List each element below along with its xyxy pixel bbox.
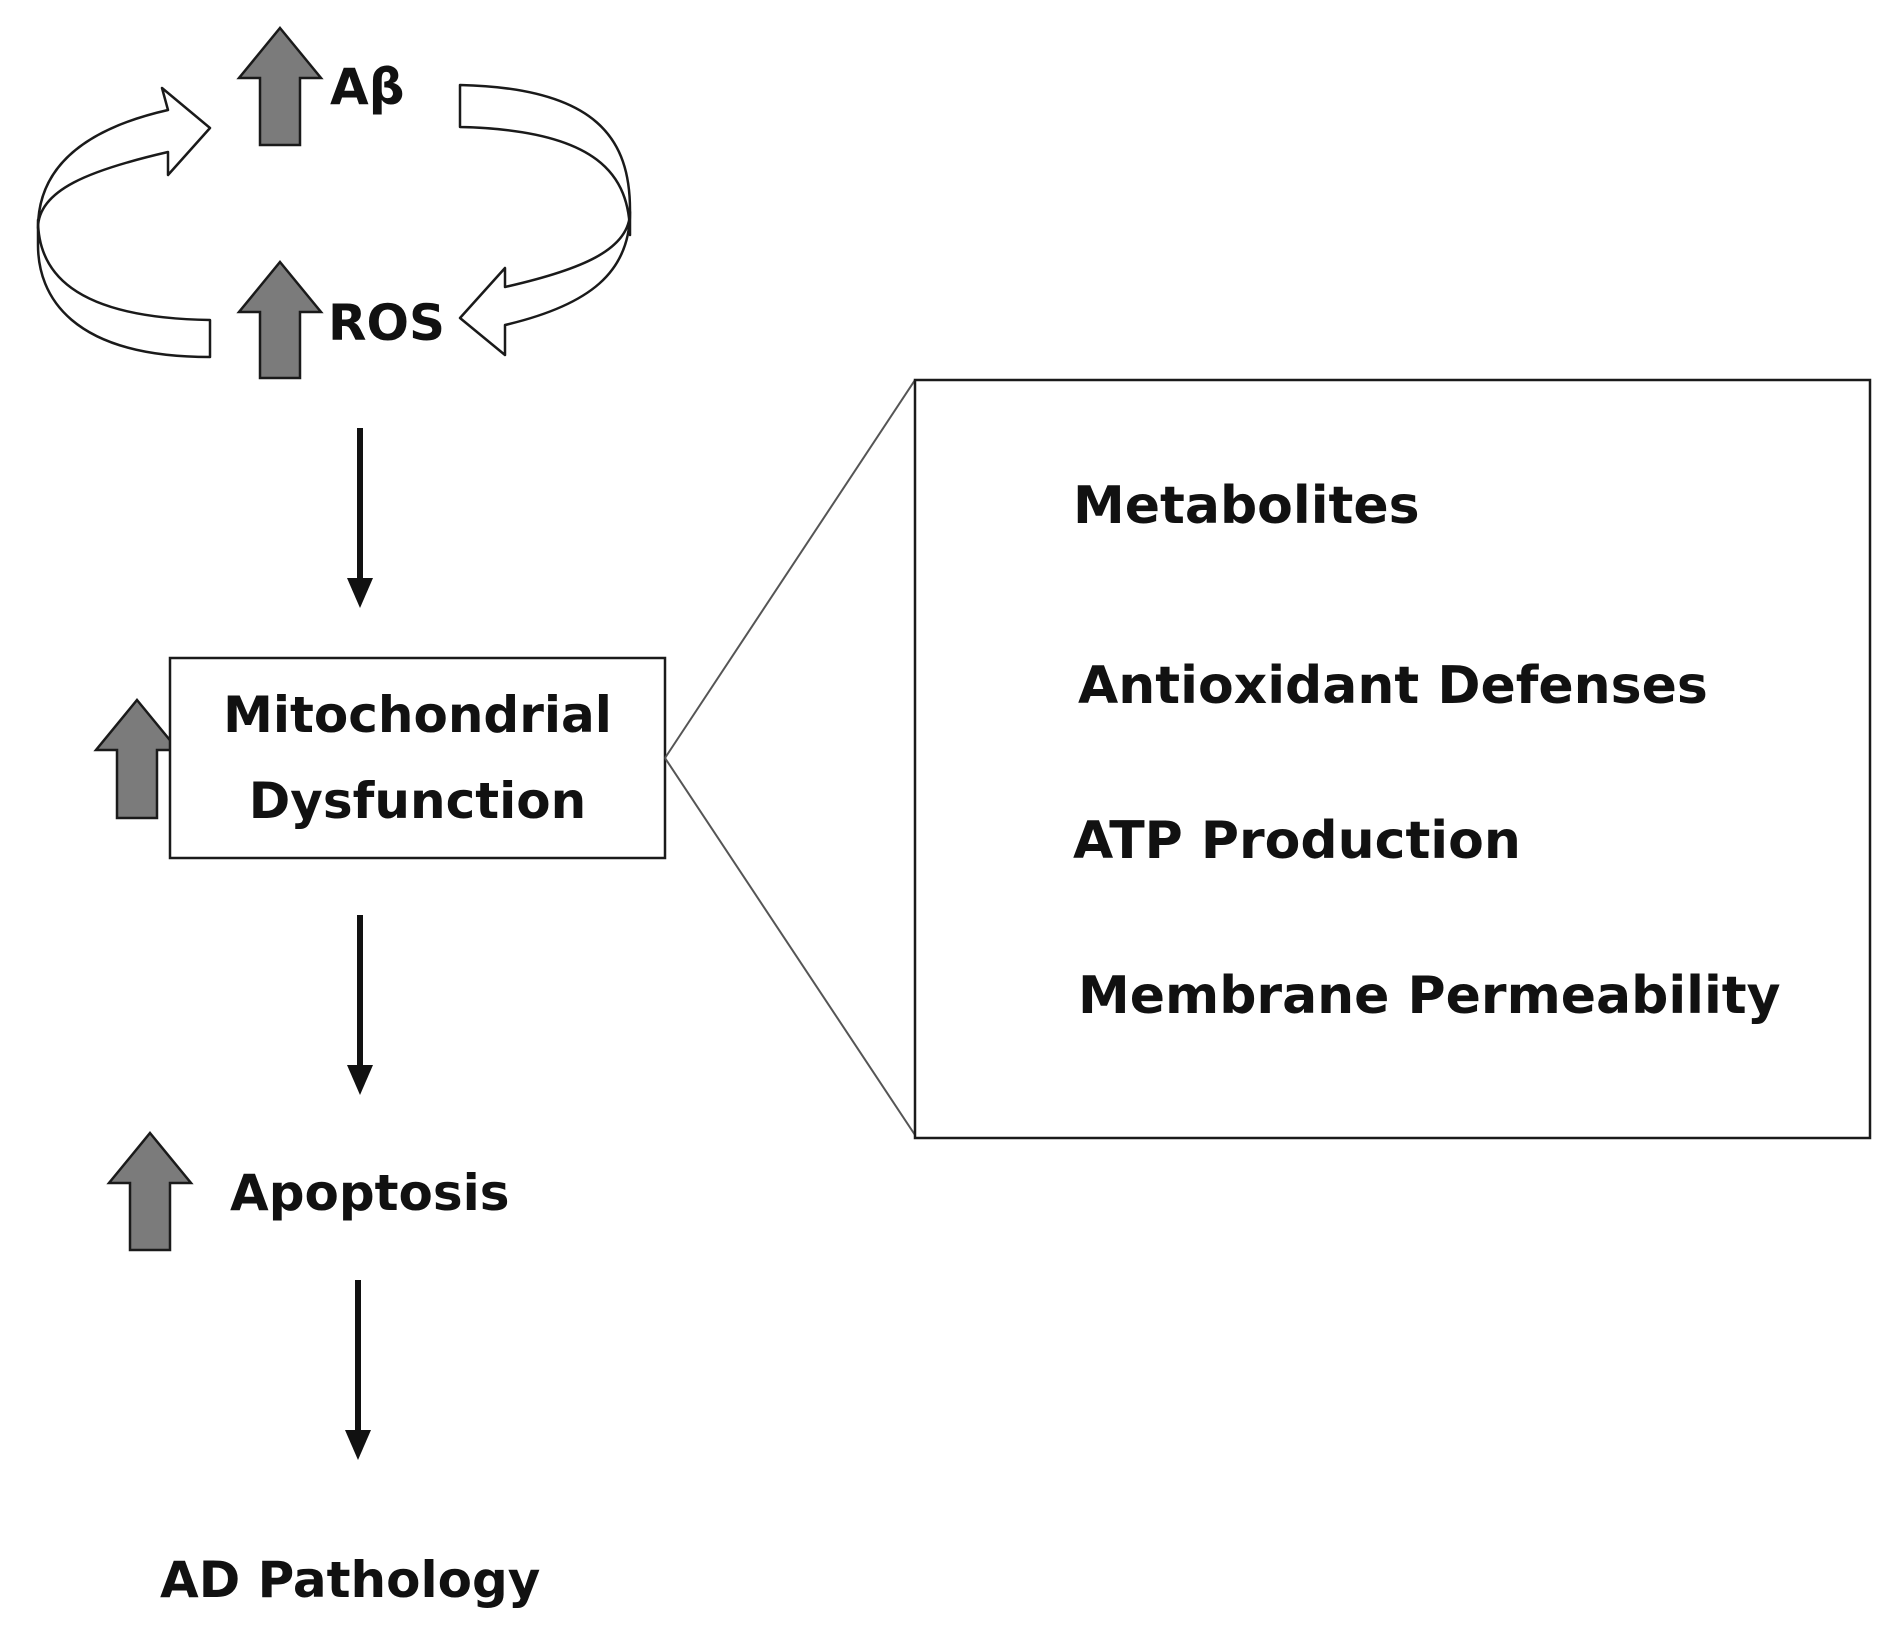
- flow-arrow-mito-to-apoptosis: [347, 915, 373, 1095]
- increase-arrow-icon: [93, 698, 181, 820]
- cycle-arrow-left: [36, 86, 212, 359]
- detail-box: [913, 378, 1872, 1140]
- cycle-arrow-right-band: [458, 83, 632, 237]
- increase-arrow-icon: [236, 26, 324, 147]
- label-abeta: Aβ: [330, 58, 405, 116]
- callout-line-bottom: [664, 757, 916, 1136]
- label-ad-pathology: AD Pathology: [160, 1551, 541, 1609]
- cycle-arrow-right: [458, 83, 632, 357]
- label-mito-line1: Mitochondrial: [223, 686, 612, 744]
- label-membrane-permeability: Membrane Permeability: [1078, 966, 1781, 1026]
- label-metabolites: Metabolites: [1073, 476, 1420, 536]
- label-apoptosis: Apoptosis: [230, 1164, 510, 1222]
- arrow-ros-up: [236, 260, 324, 380]
- increase-arrow-icon: [236, 260, 324, 380]
- label-ros: ROS: [328, 294, 446, 352]
- callout-line-top: [664, 379, 916, 759]
- arrow-abeta-up: [236, 26, 324, 147]
- arrow-apoptosis-up: [106, 1131, 194, 1252]
- flow-arrow-cycle-to-mito: [347, 428, 373, 608]
- cycle-arrow-left-band: [36, 218, 212, 359]
- arrow-mito-up: [93, 698, 181, 820]
- cycle-arrow-left-head: [36, 86, 212, 230]
- label-antioxidant-defenses: Antioxidant Defenses: [1078, 656, 1708, 716]
- flow-arrow-apoptosis-to-ad: [345, 1280, 371, 1460]
- cycle-arrow-right-head: [458, 210, 632, 357]
- increase-arrow-icon: [106, 1131, 194, 1252]
- mito-box: [168, 656, 667, 860]
- label-mito-line2: Dysfunction: [248, 772, 587, 830]
- label-atp-production: ATP Production: [1073, 811, 1521, 871]
